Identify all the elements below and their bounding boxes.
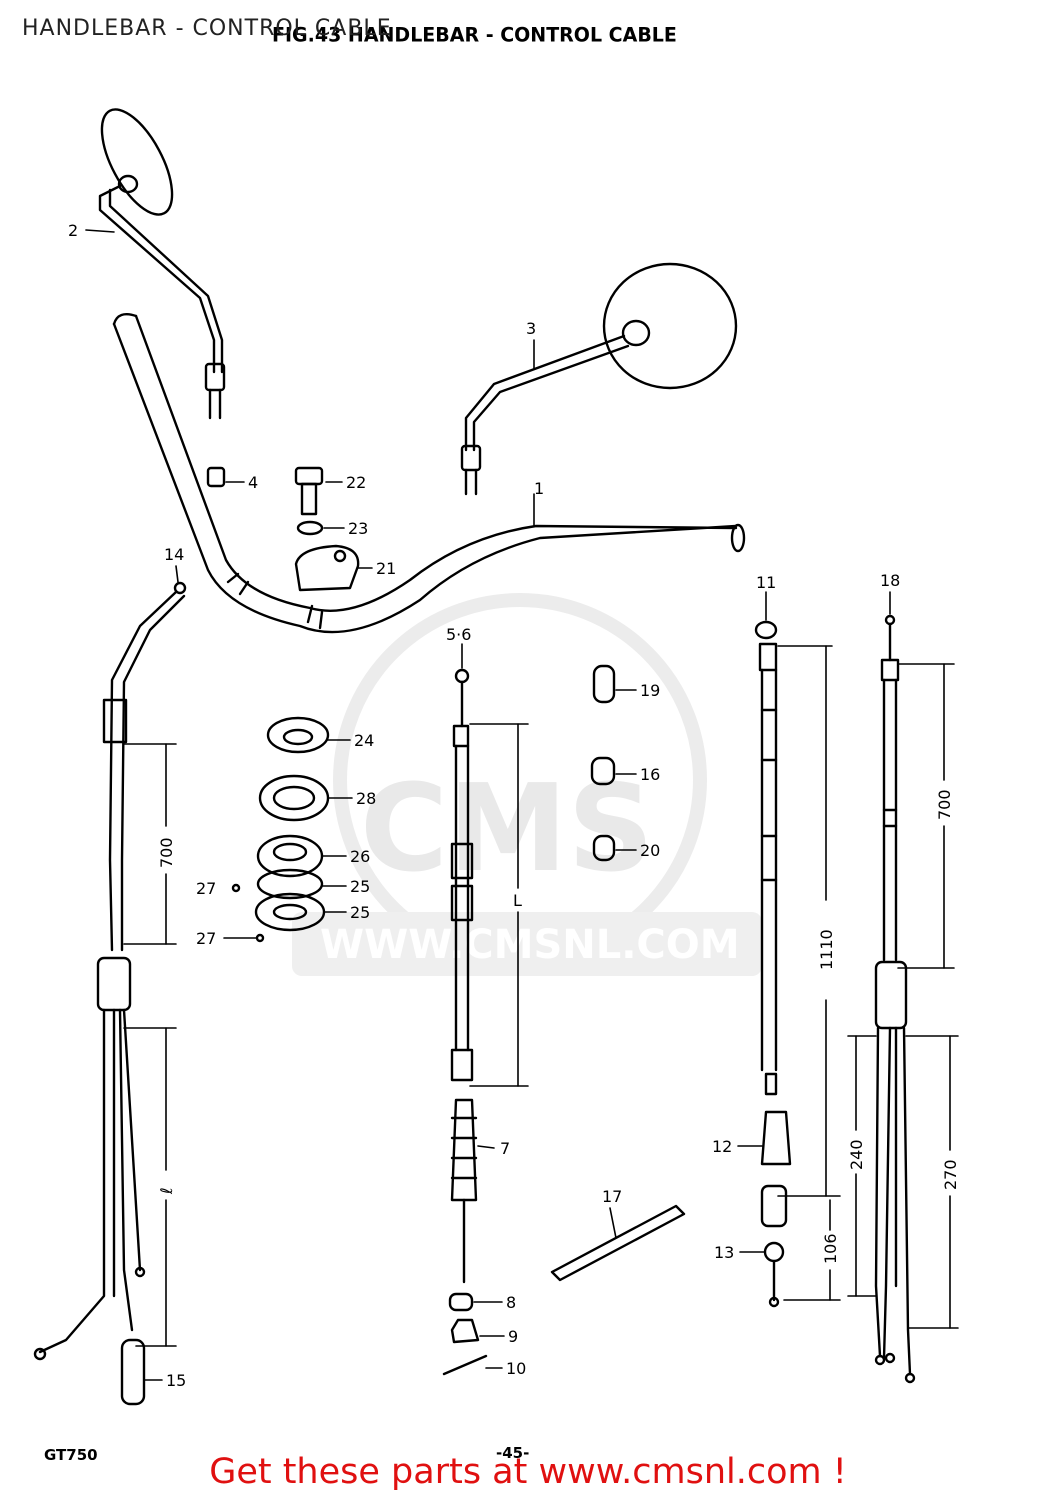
dimension-labels: 700 ℓ L 1110 106 700 240 270 <box>157 789 960 1264</box>
callout-23: 23 <box>348 519 368 538</box>
dimension-lines <box>123 645 959 1347</box>
callout-26: 26 <box>350 847 370 866</box>
callout-25b: 25 <box>350 903 370 922</box>
callout-20: 20 <box>640 841 660 860</box>
callout-1: 1 <box>534 479 544 498</box>
callout-7: 7 <box>500 1139 510 1158</box>
throttle-cable-11 <box>754 620 792 1308</box>
part-4-nut <box>206 466 226 488</box>
clutch-cable <box>442 668 488 1376</box>
handlebar <box>112 313 746 634</box>
callout-8: 8 <box>506 1293 516 1312</box>
left-cable <box>33 581 187 1406</box>
page-title: HANDLEBAR - CONTROL CABLE <box>22 16 392 41</box>
cmsnl-watermark: CMS WWW.CMSNL.COM <box>292 593 762 976</box>
mirror-right <box>460 262 738 496</box>
callout-14: 14 <box>164 545 184 564</box>
small-clips <box>590 664 616 862</box>
callout-19: 19 <box>640 681 660 700</box>
callout-22: 22 <box>346 473 366 492</box>
callout-25a: 25 <box>350 877 370 896</box>
callout-4: 4 <box>248 473 258 492</box>
callout-13: 13 <box>714 1243 734 1262</box>
callout-12: 12 <box>712 1137 732 1156</box>
callout-9: 9 <box>508 1327 518 1346</box>
cable-18 <box>874 614 916 1384</box>
watermark-brand: CMS <box>360 760 654 899</box>
dim-cable18-700: 700 <box>935 789 954 820</box>
callout-11: 11 <box>756 573 776 592</box>
clamp-assembly <box>294 466 360 592</box>
callout-27b: 27 <box>196 929 216 948</box>
callout-18: 18 <box>880 571 900 590</box>
dim-cable11-1110: 1110 <box>817 929 836 970</box>
grips-and-rings <box>231 716 330 943</box>
figure-title: FIG.43 HANDLEBAR - CONTROL CABLE <box>272 23 677 47</box>
mirror-left <box>98 108 226 420</box>
dim-left-700: 700 <box>157 837 176 868</box>
watermark-url: WWW.CMSNL.COM <box>320 922 740 968</box>
buy-parts-link[interactable]: Get these parts at www.cmsnl.com ! <box>209 1452 847 1492</box>
callout-labels: 1 2 3 4 5·6 7 8 9 10 11 12 13 14 15 16 1… <box>68 221 900 1390</box>
callout-3: 3 <box>526 319 536 338</box>
callout-27a: 27 <box>196 879 216 898</box>
dim-cable18-270: 270 <box>941 1159 960 1190</box>
callout-24: 24 <box>354 731 374 750</box>
callout-10: 10 <box>506 1359 526 1378</box>
callout-5-6: 5·6 <box>446 625 471 644</box>
page-number: -45- <box>496 1444 530 1462</box>
part-17-band <box>550 1204 686 1282</box>
dim-left-l: ℓ <box>157 1187 176 1195</box>
dim-clutch-l: L <box>513 891 522 910</box>
dim-cable11-106: 106 <box>821 1233 840 1264</box>
callout-15: 15 <box>166 1371 186 1390</box>
callout-17: 17 <box>602 1187 622 1206</box>
callout-2: 2 <box>68 221 78 240</box>
dim-cable18-240: 240 <box>847 1139 866 1170</box>
leader-lines <box>85 229 891 1381</box>
callout-21: 21 <box>376 559 396 578</box>
callout-28: 28 <box>356 789 376 808</box>
callout-16: 16 <box>640 765 660 784</box>
model-label: GT750 <box>44 1446 98 1464</box>
